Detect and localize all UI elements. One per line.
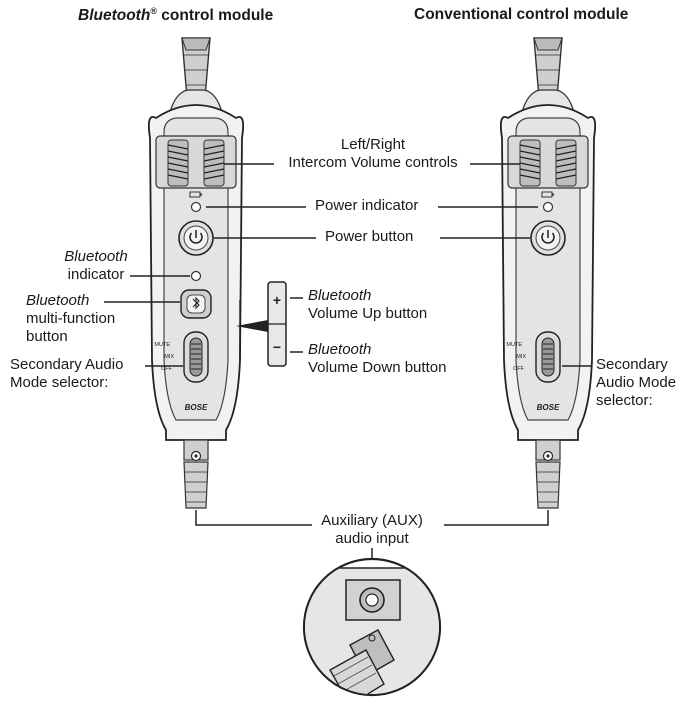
label-aux-input: Auxiliary (AUX) audio input <box>321 512 423 547</box>
brand-logo: BOSE <box>185 403 208 412</box>
label-secondary-audio-left: Secondary Audio Mode selector: <box>10 356 124 391</box>
off-mark-right: OFF <box>513 366 525 372</box>
label-power-indicator: Power indicator <box>315 197 419 214</box>
label-bluetooth-indicator: Bluetooth indicator <box>64 248 128 283</box>
bluetooth-control-module <box>147 37 245 509</box>
label-bluetooth-multi-function: Bluetooth multi-function button <box>26 292 116 345</box>
label-bluetooth-volume-up: Bluetooth Volume Up button <box>308 287 428 322</box>
title-bluetooth-module: Bluetooth® control module <box>78 6 274 25</box>
label-bluetooth-volume-down: Bluetooth Volume Down button <box>308 341 447 376</box>
volume-down-icon: − <box>273 339 281 355</box>
aux-input-closeup <box>302 557 442 697</box>
leader-lines <box>104 163 592 562</box>
off-mark: OFF <box>161 366 173 372</box>
bluetooth-icon <box>192 296 200 310</box>
mute-mark: MUTE <box>154 342 170 348</box>
label-secondary-audio-right: Secondary Audio Mode selector: <box>596 356 677 409</box>
mute-mark-right: MUTE <box>506 342 522 348</box>
bluetooth-volume-buttons <box>236 281 287 367</box>
label-intercom-volume: Left/Right Intercom Volume controls <box>288 136 458 171</box>
title-conventional-module: Conventional control module <box>414 6 629 23</box>
conventional-control-module <box>499 37 597 509</box>
mix-mark: MIX <box>164 354 174 360</box>
label-power-button: Power button <box>325 228 414 245</box>
brand-logo-right: BOSE <box>537 403 560 412</box>
volume-up-icon: + <box>273 292 281 308</box>
bluetooth-indicator <box>190 270 202 282</box>
mix-mark-right: MIX <box>516 354 526 360</box>
